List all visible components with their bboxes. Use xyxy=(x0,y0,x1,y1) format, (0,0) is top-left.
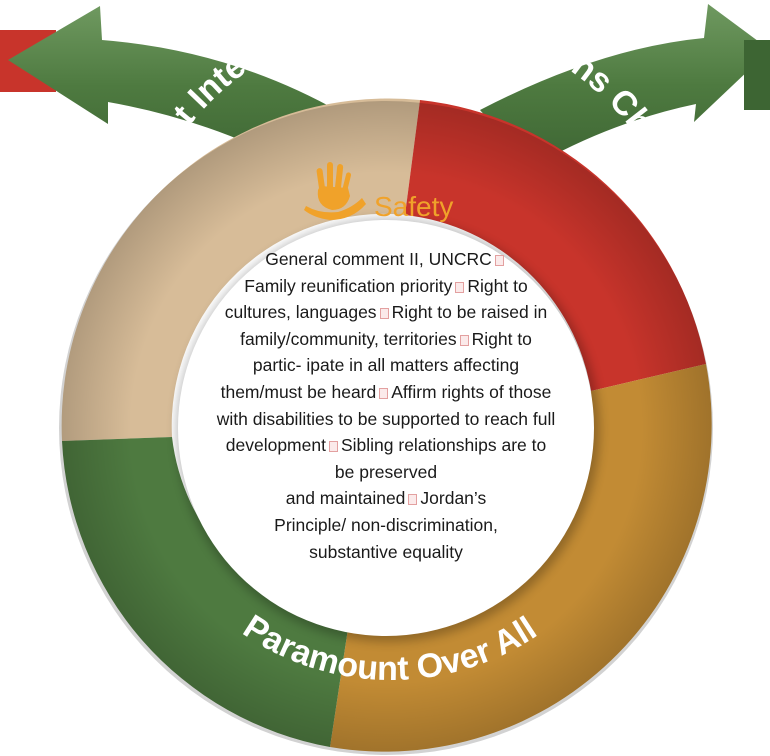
center-text-line: substantive equality xyxy=(186,539,586,566)
center-title: Safety xyxy=(374,191,453,222)
center-text-segment: Principle/ non-discrimination, xyxy=(274,514,498,535)
center-text-line: General comment II, UNCRC xyxy=(186,246,586,273)
center-text-segment: Right to xyxy=(467,275,528,296)
bullet-icon xyxy=(455,281,465,293)
center-text-line: and maintained Jordan’s xyxy=(186,485,586,512)
center-text-segment: and maintained xyxy=(285,488,406,509)
bullet-icon xyxy=(494,255,504,266)
arrow-right-icon xyxy=(480,4,770,168)
center-text-line: be preserved xyxy=(186,459,586,486)
center-text-segment: be preserved xyxy=(334,461,438,482)
bullet-icon xyxy=(379,387,389,399)
center-text-segment: them/must be heard xyxy=(220,381,377,402)
center-text-segment: Sibling relationships are to xyxy=(340,435,547,456)
bullet-icon xyxy=(408,494,418,506)
center-text-line: with disabilities to be supported to rea… xyxy=(186,406,586,433)
center-text-line: Family reunification priority Right to xyxy=(186,273,586,300)
center-rights-text: General comment II, UNCRC Family reunific… xyxy=(186,246,586,565)
center-text-segment: Jordan’s xyxy=(420,488,487,509)
center-text-segment: development xyxy=(225,435,326,456)
hands-icon xyxy=(304,162,366,220)
center-text-line: development Sibling relationships are to xyxy=(186,432,586,459)
center-text-segment: substantive equality xyxy=(309,541,463,562)
center-disc xyxy=(178,220,594,636)
center-text-segment: partic- ipate in all matters affecting xyxy=(252,355,520,376)
center-text-segment: Right to be raised in xyxy=(391,302,548,323)
center-text-segment: Affirm rights of those xyxy=(391,381,552,402)
bullet-icon xyxy=(328,441,338,453)
center-text-segment: with disabilities to be supported to rea… xyxy=(216,408,556,429)
center-text-segment: cultures, languages xyxy=(224,302,377,323)
center-text-line: family/community, territories Right to xyxy=(186,326,586,353)
center-text-line: cultures, languages Right to be raised in xyxy=(186,299,586,326)
center-text-segment: family/community, territories xyxy=(240,328,457,349)
center-text-segment: Right to xyxy=(471,328,532,349)
center-text-line: Principle/ non-discrimination, xyxy=(186,512,586,539)
center-text-segment: General comment II, UNCRC xyxy=(265,249,492,269)
center-text-line: partic- ipate in all matters affecting xyxy=(186,352,586,379)
bullet-icon xyxy=(459,334,469,346)
center-text-segment: Family reunification priority xyxy=(244,275,453,296)
bullet-icon xyxy=(379,308,389,320)
center-text-line: them/must be heard Affirm rights of those xyxy=(186,379,586,406)
